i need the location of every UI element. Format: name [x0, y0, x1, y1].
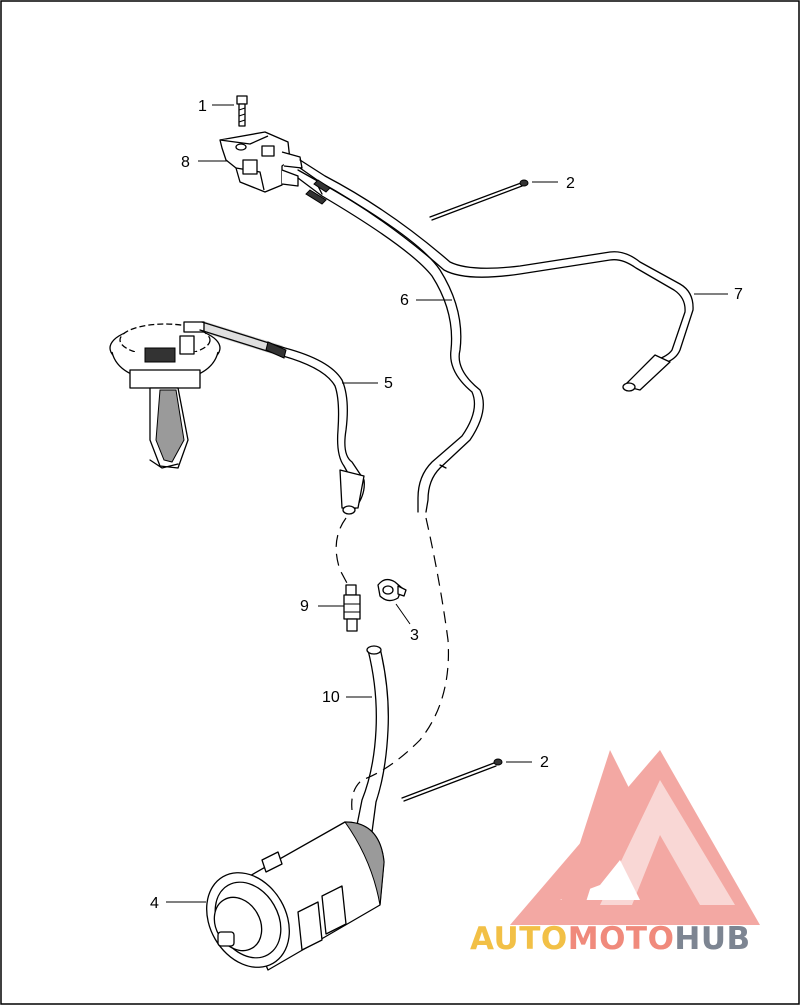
callout-1: 1 — [198, 98, 207, 115]
callout-4: 4 — [150, 895, 159, 912]
callout-7: 7 — [734, 286, 743, 303]
pump-module-part-5 — [109, 321, 221, 469]
watermark-auto: AUTO — [470, 921, 568, 957]
canister-part-4 — [206, 821, 385, 971]
clip-part-3 — [377, 578, 407, 602]
callout-3: 3 — [410, 627, 419, 644]
callout-6: 6 — [400, 292, 409, 309]
callout-9: 9 — [300, 598, 309, 615]
valve-part-8 — [219, 131, 303, 193]
callout-10: 10 — [322, 689, 340, 706]
strap-part-2-lower — [401, 758, 503, 802]
hose-part-7 — [299, 159, 694, 392]
callout-5: 5 — [384, 375, 393, 392]
callout-2-upper: 2 — [566, 175, 575, 192]
strap-part-2-upper — [429, 179, 529, 221]
watermark-hub: HUB — [674, 921, 751, 957]
screw-part-1 — [236, 95, 248, 127]
watermark-text: AUTOMOTOHUB — [470, 924, 751, 955]
leader-lines — [166, 104, 728, 903]
callout-8: 8 — [181, 154, 190, 171]
hose-part-10 — [355, 645, 389, 833]
callout-2-lower: 2 — [540, 754, 549, 771]
filter-part-9 — [343, 584, 361, 632]
hose-part-6 — [297, 169, 484, 513]
routing-dashes — [335, 517, 450, 811]
callout-labels: 1 2 8 6 7 5 9 3 10 2 4 — [150, 98, 743, 912]
watermark-moto: MOTO — [567, 921, 675, 957]
watermark-logo — [510, 750, 760, 925]
hose-part-5 — [199, 321, 365, 515]
